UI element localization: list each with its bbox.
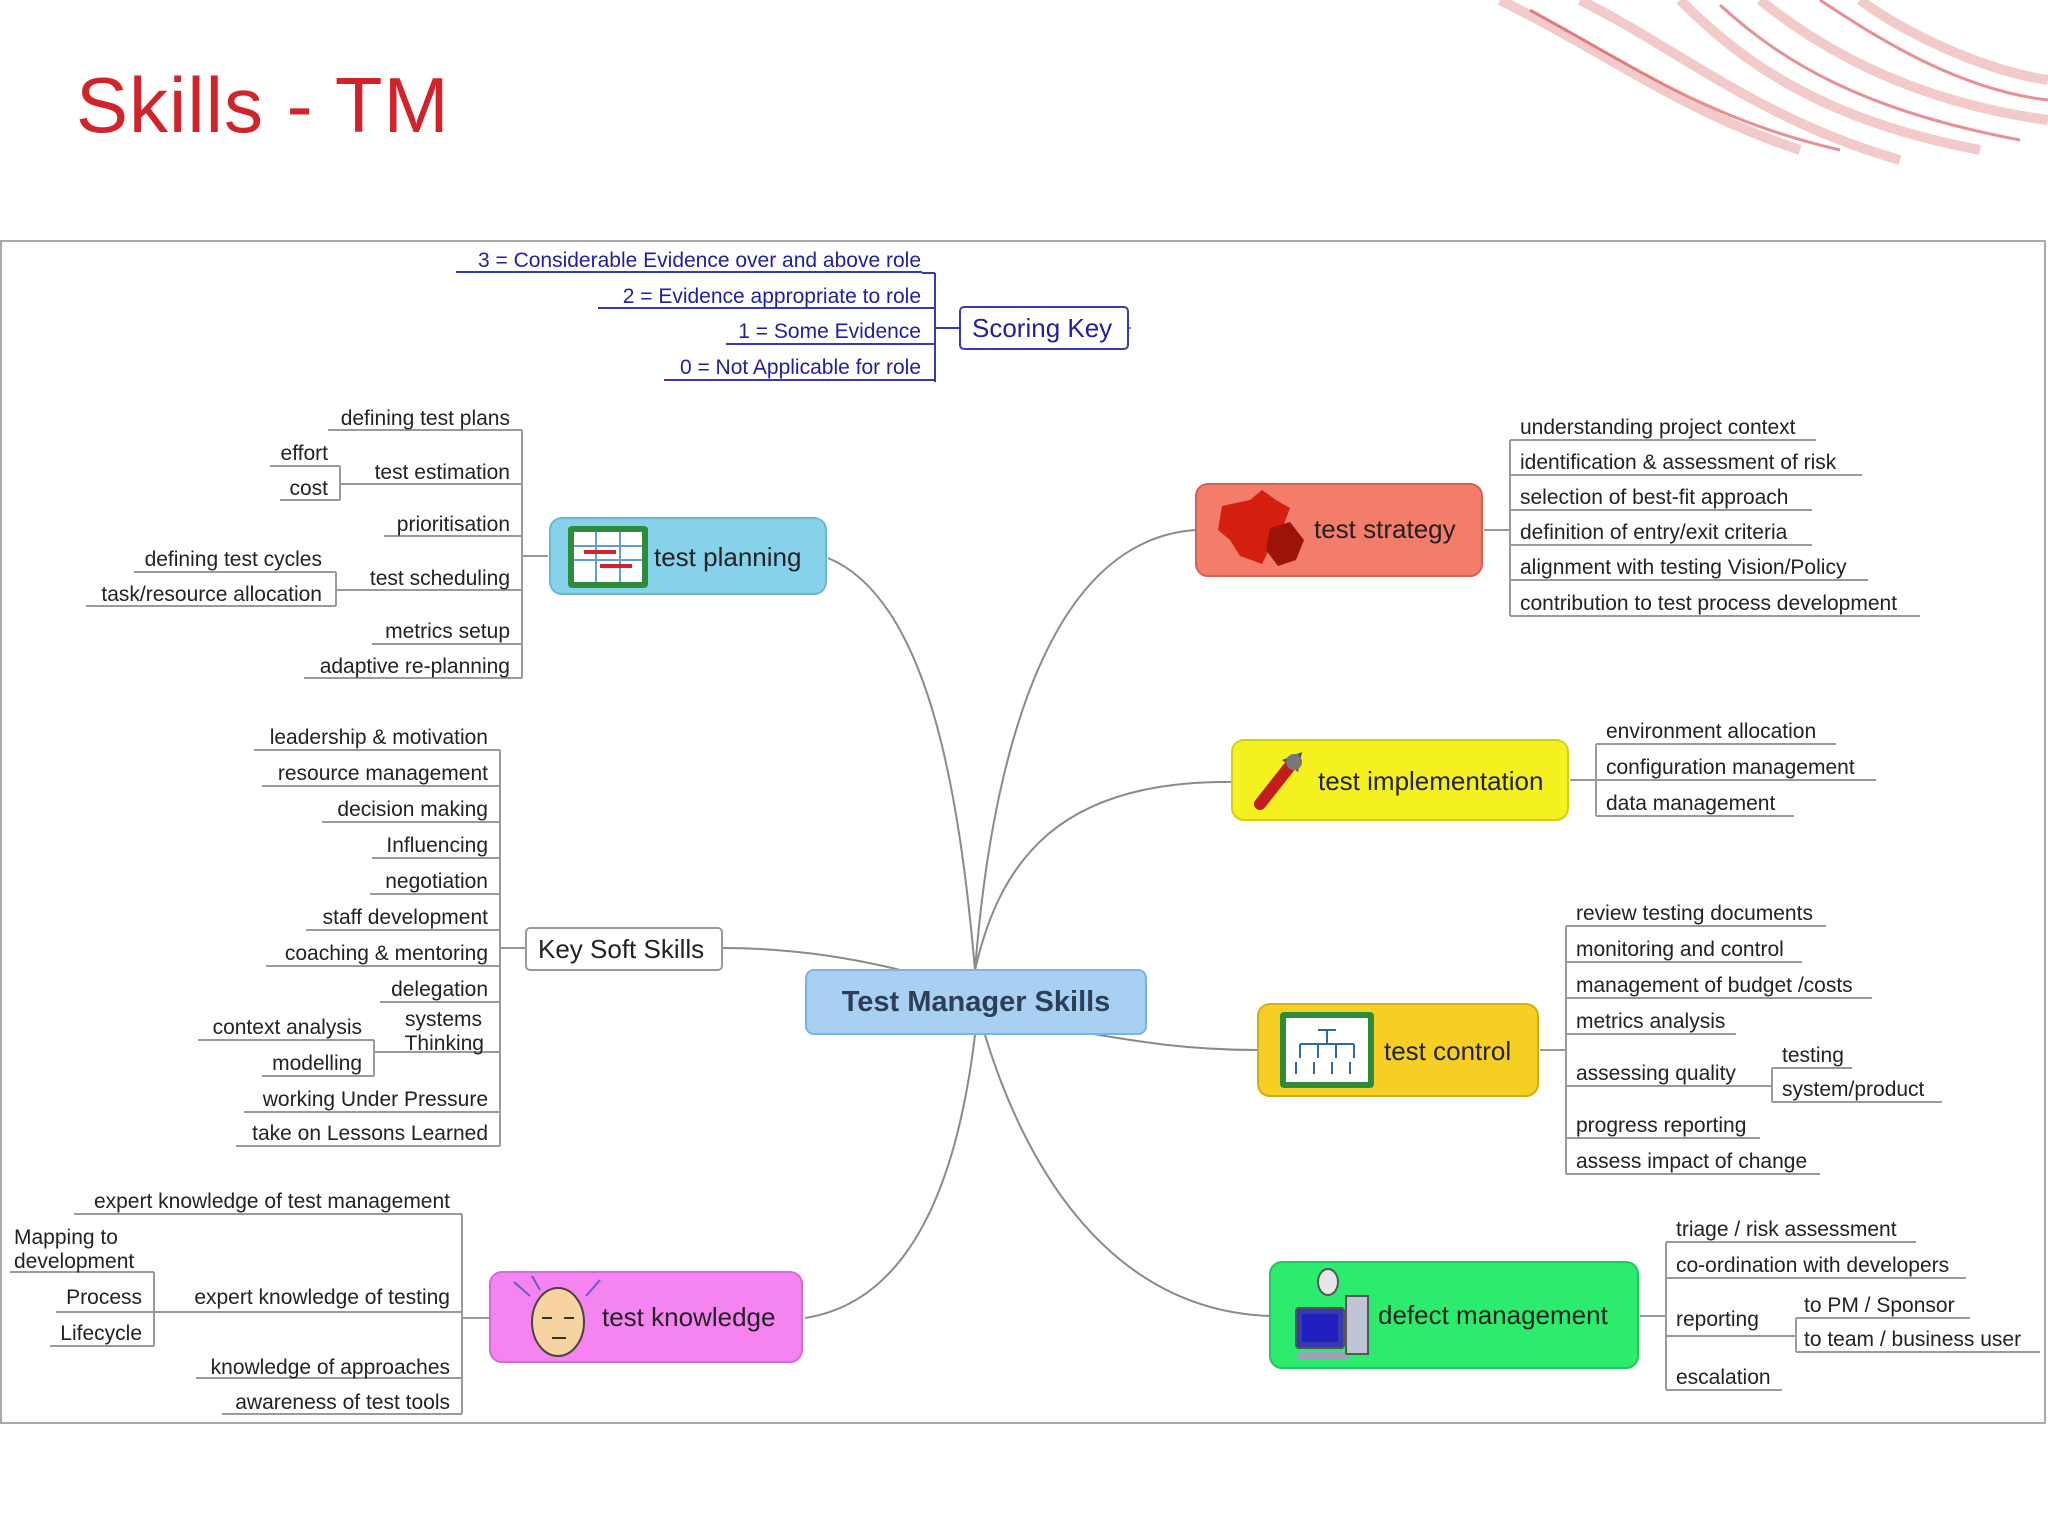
computer-bug-icon	[1295, 1268, 1369, 1360]
implementation-item: configuration management	[1606, 756, 1855, 779]
strategy-item: definition of entry/exit criteria	[1520, 521, 1788, 544]
system-product: system/product	[1782, 1078, 1925, 1101]
mapping-to-label: Mapping to	[14, 1226, 118, 1249]
key-soft-skills-node[interactable]	[525, 927, 723, 971]
score-3: 3 = Considerable Evidence over and above…	[478, 249, 921, 272]
prioritisation: prioritisation	[397, 513, 510, 536]
metrics-setup: metrics setup	[385, 620, 510, 643]
soft-skill-item: resource management	[278, 762, 488, 785]
test-estimation: test estimation	[375, 461, 510, 484]
strategy-item: alignment with testing Vision/Policy	[1520, 556, 1847, 579]
systems-label: systems	[405, 1008, 482, 1031]
test-scheduling: test scheduling	[370, 567, 510, 590]
awareness-of-test-tools: awareness of test tools	[235, 1391, 450, 1414]
expert-testing: expert knowledge of testing	[194, 1286, 450, 1309]
lifecycle: Lifecycle	[60, 1322, 142, 1345]
strategy-item: understanding project context	[1520, 416, 1796, 439]
scoring-key-node[interactable]	[959, 306, 1129, 350]
score-0: 0 = Not Applicable for role	[680, 356, 921, 379]
soft-skill-item: leadership & motivation	[270, 726, 488, 749]
puzzle-icon	[1218, 490, 1304, 566]
test-strategy-label: test strategy	[1314, 514, 1456, 544]
expert-test-management: expert knowledge of test management	[94, 1190, 450, 1213]
score-1: 1 = Some Evidence	[738, 320, 921, 343]
gantt-chart-icon	[568, 526, 648, 588]
development-label: development	[14, 1250, 134, 1273]
defining-test-cycles: defining test cycles	[145, 548, 322, 571]
soft-skill-item: coaching & mentoring	[285, 942, 488, 965]
progress-reporting: progress reporting	[1576, 1114, 1746, 1137]
escalation: escalation	[1676, 1366, 1771, 1389]
test-control-label: test control	[1384, 1036, 1511, 1066]
soft-skill-item: delegation	[391, 978, 488, 1001]
assessing-quality: assessing quality	[1576, 1062, 1736, 1085]
to-team-business-user: to team / business user	[1804, 1328, 2021, 1351]
adaptive-re-planning: adaptive re-planning	[320, 655, 510, 678]
control-item: management of budget /costs	[1576, 974, 1853, 997]
triage-risk-assessment: triage / risk assessment	[1676, 1218, 1897, 1241]
effort: effort	[281, 442, 329, 465]
central-label: Test Manager Skills	[842, 986, 1111, 1018]
thinking-label: Thinking	[405, 1032, 484, 1055]
strategy-item: identification & assessment of risk	[1520, 451, 1837, 474]
soft-skill-item: decision making	[337, 798, 488, 821]
defect-management-label: defect management	[1378, 1300, 1609, 1330]
reporting: reporting	[1676, 1308, 1759, 1331]
modelling: modelling	[272, 1052, 362, 1075]
scoring-key-label: Scoring Key	[972, 313, 1112, 343]
strategy-item: contribution to test process development	[1520, 592, 1897, 615]
mindmap-frame	[0, 240, 2046, 1424]
process: Process	[66, 1286, 142, 1309]
cost: cost	[289, 477, 328, 500]
implementation-item: data management	[1606, 792, 1775, 815]
soft-skill-item: negotiation	[385, 870, 488, 893]
head-icon	[513, 1275, 601, 1357]
working-under-pressure: working Under Pressure	[262, 1088, 488, 1111]
control-item: monitoring and control	[1576, 938, 1784, 961]
wrench-icon	[1254, 752, 1302, 810]
slide-title: Skills - TM	[76, 61, 450, 149]
test-knowledge-label: test knowledge	[602, 1302, 775, 1332]
knowledge-of-approaches: knowledge of approaches	[211, 1356, 450, 1379]
decorative-swoosh	[1497, 0, 2048, 165]
test-implementation-label: test implementation	[1318, 766, 1543, 796]
strategy-item: selection of best-fit approach	[1520, 486, 1789, 509]
control-item: metrics analysis	[1576, 1010, 1725, 1033]
defining-test-plans: defining test plans	[341, 407, 510, 430]
context-analysis: context analysis	[213, 1016, 362, 1039]
to-pm-sponsor: to PM / Sponsor	[1804, 1294, 1955, 1317]
score-2: 2 = Evidence appropriate to role	[623, 285, 921, 308]
soft-skill-item: Influencing	[386, 834, 488, 857]
key-soft-skills-label: Key Soft Skills	[538, 934, 704, 964]
control-item: review testing documents	[1576, 902, 1813, 925]
central-node[interactable]	[805, 969, 1147, 1035]
coordination-with-developers: co-ordination with developers	[1676, 1254, 1949, 1277]
task-resource-allocation: task/resource allocation	[101, 583, 322, 606]
org-chart-icon	[1280, 1012, 1374, 1088]
test-planning-label: test planning	[654, 542, 801, 572]
implementation-item: environment allocation	[1606, 720, 1816, 743]
lessons-learned: take on Lessons Learned	[252, 1122, 488, 1145]
test-implementation-node[interactable]	[1231, 739, 1569, 821]
assess-impact-of-change: assess impact of change	[1576, 1150, 1807, 1173]
testing: testing	[1782, 1044, 1844, 1067]
soft-skill-item: staff development	[323, 906, 489, 929]
